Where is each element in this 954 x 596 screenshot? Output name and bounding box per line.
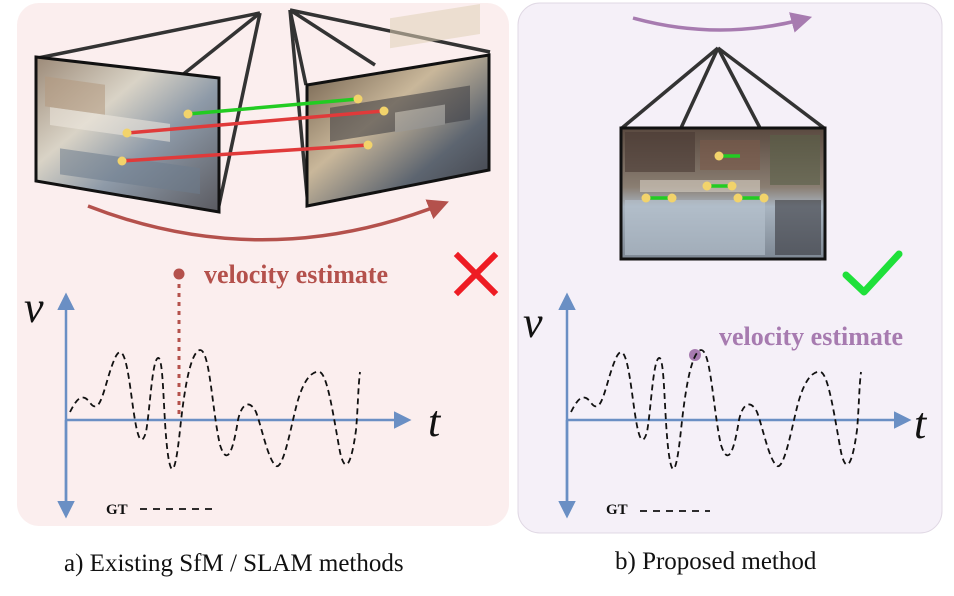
camera-frustum bbox=[620, 46, 826, 130]
velocity-estimate-label: velocity estimate bbox=[719, 322, 903, 351]
keypoints-left bbox=[117, 94, 389, 166]
cross-icon bbox=[453, 251, 499, 297]
keypoint bbox=[733, 193, 743, 203]
velocity-estimate-label: velocity estimate bbox=[204, 260, 388, 289]
caption-existing-methods: a) Existing SfM / SLAM methods bbox=[64, 550, 404, 577]
correct-match-line bbox=[187, 97, 359, 116]
keypoint bbox=[714, 151, 724, 161]
keypoint bbox=[759, 193, 769, 203]
legend-label: GT bbox=[106, 502, 128, 518]
check-icon bbox=[842, 250, 903, 296]
velocity-estimate-dot bbox=[173, 268, 185, 280]
ground-truth-curve bbox=[69, 349, 361, 470]
keypoint bbox=[667, 193, 677, 203]
y-axis-label: v bbox=[523, 298, 543, 347]
panel-existing-methods: velocity estimate v t GT bbox=[17, 3, 509, 526]
keypoint bbox=[702, 181, 712, 191]
keypoint bbox=[117, 156, 127, 166]
y-axis-label: v bbox=[24, 283, 44, 332]
camera-motion-arrow bbox=[632, 12, 813, 33]
camera-motion-arrow bbox=[87, 199, 449, 242]
camera-frustum-left bbox=[37, 11, 262, 211]
wrong-match-line-2 bbox=[121, 143, 369, 163]
x-axis-label: t bbox=[914, 399, 928, 448]
wrong-match-line-1 bbox=[126, 109, 385, 135]
keypoints bbox=[641, 151, 769, 203]
keypoint bbox=[641, 193, 651, 203]
keypoint bbox=[122, 128, 132, 138]
x-axis-label: t bbox=[428, 397, 442, 446]
panel-proposed-method: velocity estimate v t GT bbox=[517, 2, 943, 534]
keypoint bbox=[183, 109, 193, 119]
keypoint bbox=[727, 181, 737, 191]
keypoint bbox=[353, 94, 363, 104]
image-blur-texture-2 bbox=[330, 3, 480, 142]
legend-label: GT bbox=[606, 502, 628, 518]
keypoint bbox=[363, 140, 373, 150]
keypoint bbox=[379, 106, 389, 116]
ground-truth-curve bbox=[570, 349, 862, 470]
caption-proposed-method: b) Proposed method bbox=[615, 548, 817, 575]
